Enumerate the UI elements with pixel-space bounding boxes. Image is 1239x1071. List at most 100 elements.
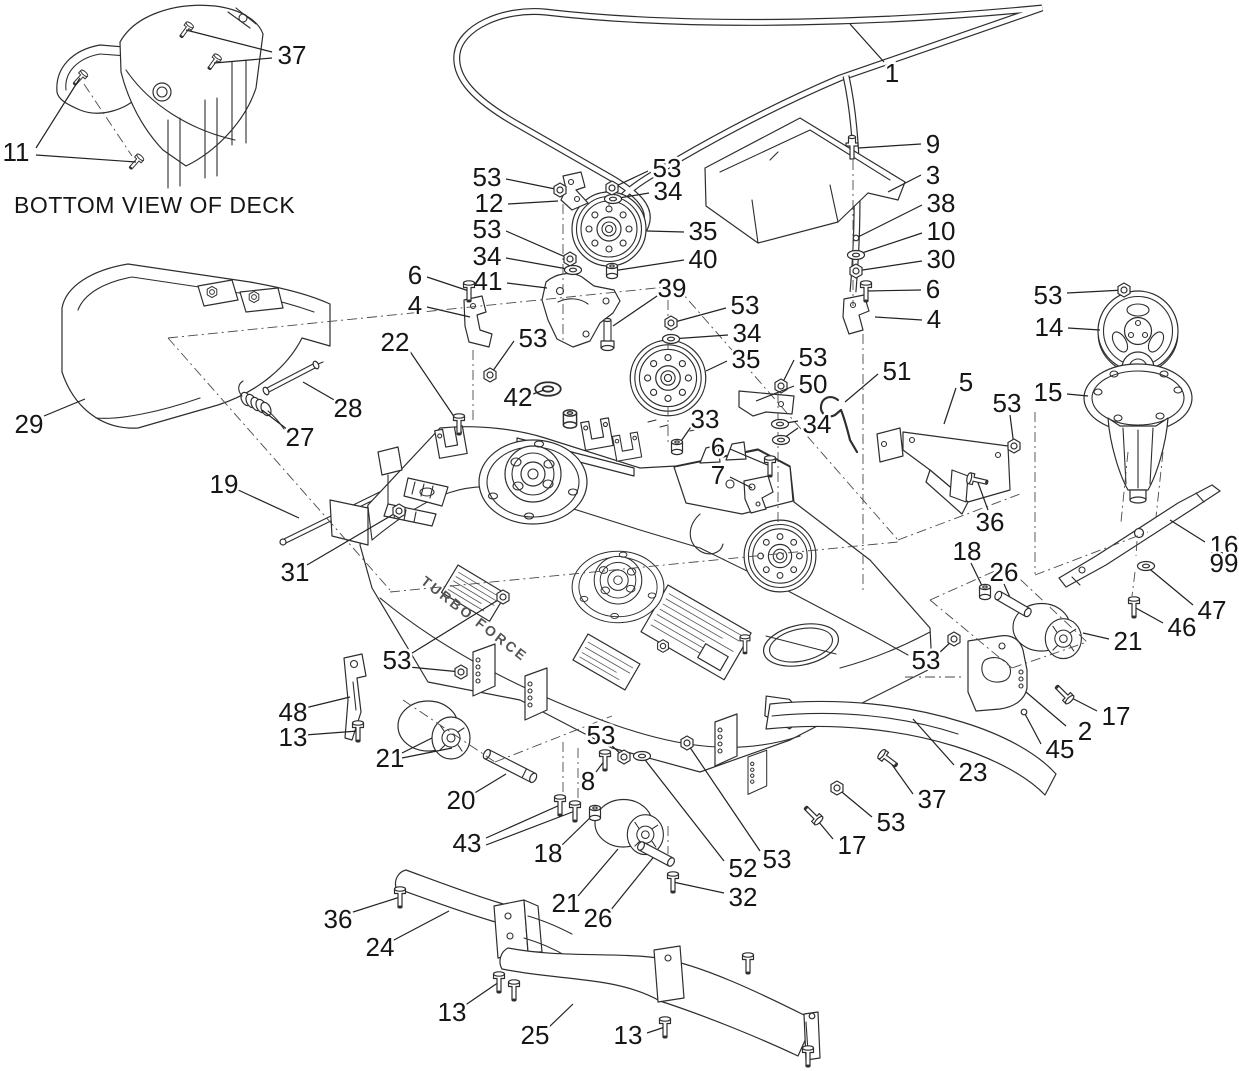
spindle-assembly-left xyxy=(478,439,588,525)
callout-number-25: 25 xyxy=(521,1020,550,1050)
callout-number-19: 19 xyxy=(210,469,239,499)
callout-number-27: 27 xyxy=(286,422,315,452)
part-washer-icon xyxy=(534,381,562,397)
callout-number-53: 53 xyxy=(383,645,412,675)
caster-arm-2-part xyxy=(1018,683,1024,689)
callout-leader-15 xyxy=(1066,393,1089,397)
callout-number-6: 6 xyxy=(408,260,422,290)
part-nut-icon xyxy=(830,780,844,796)
discharge-chute xyxy=(61,263,331,429)
caster-arm-2-part xyxy=(1018,676,1024,682)
phantom-line xyxy=(494,715,613,763)
callout-leader-5 xyxy=(943,387,957,425)
callout-leader-6 xyxy=(426,276,470,292)
spindle-pulley-14-part xyxy=(1134,319,1142,327)
callout-leader-53 xyxy=(686,742,761,852)
spindle-pulley-14-part xyxy=(1141,331,1149,339)
callout-number-51: 51 xyxy=(883,356,912,386)
callout-leader-50 xyxy=(755,385,795,402)
callout-leader-21 xyxy=(1082,632,1110,640)
callout-number-43: 43 xyxy=(453,828,482,858)
spindle-assembly-15-part xyxy=(1113,414,1123,422)
part-spacer-icon xyxy=(670,438,684,456)
caster-arm-2-part xyxy=(998,642,1006,650)
bracket-50 xyxy=(738,390,795,417)
part-nut-icon xyxy=(657,639,669,653)
callout-number-37: 37 xyxy=(278,40,307,70)
decal-info-small-part xyxy=(455,576,498,602)
torsion-spring-part xyxy=(238,380,285,430)
callout-leader-41 xyxy=(506,282,548,289)
bracket-50-part xyxy=(777,400,785,408)
decal-warning xyxy=(572,633,641,691)
spindle-assembly-15-part xyxy=(1083,363,1193,433)
part-boltv-icon xyxy=(568,800,582,823)
callout-leader-13 xyxy=(304,730,359,736)
callout-leader-23 xyxy=(912,718,955,766)
callout-leader-14 xyxy=(1067,327,1101,331)
spindle-pulley-14-part xyxy=(1147,331,1165,353)
callout-leader-53 xyxy=(505,230,571,260)
bolt-39 xyxy=(600,317,615,352)
callout-number-52: 52 xyxy=(729,853,758,883)
callout-leader-43 xyxy=(485,810,576,846)
callout-number-41: 41 xyxy=(474,266,503,296)
callout-leader-10 xyxy=(855,232,923,256)
callout-number-53: 53 xyxy=(877,807,906,837)
frame-band-25 xyxy=(499,945,821,1061)
idler-arm-41-part xyxy=(602,297,610,305)
callout-number-18: 18 xyxy=(534,838,563,868)
callout-leader-53 xyxy=(836,787,873,818)
discharge-chute-part xyxy=(197,279,239,307)
callout-leader-53 xyxy=(408,596,504,656)
callout-leader-3 xyxy=(887,174,922,193)
part-nut-icon xyxy=(496,589,510,605)
phantom-line xyxy=(1155,451,1164,518)
callout-leader-53 xyxy=(505,178,561,191)
bumper-band-23-part xyxy=(771,712,959,735)
part-boltv-icon xyxy=(1127,596,1141,619)
callout-number-23: 23 xyxy=(959,757,988,787)
chute-rod-part xyxy=(312,360,320,370)
discharge-chute-part xyxy=(61,263,331,429)
callout-leader-53 xyxy=(408,666,462,673)
callout-leader-53 xyxy=(489,340,515,376)
part-boltv-icon xyxy=(492,971,506,994)
deck-shell-part xyxy=(377,446,403,476)
callout-leader-36 xyxy=(976,479,989,511)
frame-band-25-part xyxy=(664,954,672,962)
callout-number-4: 4 xyxy=(927,304,941,334)
part-spacer-icon xyxy=(605,262,619,280)
belt-cover-bracket-5 xyxy=(876,427,1011,515)
callout-leader-43 xyxy=(485,804,561,839)
inset-caption: BOTTOM VIEW OF DECK xyxy=(14,192,295,218)
callout-number-32: 32 xyxy=(729,882,758,912)
deck-shell-part xyxy=(403,477,449,507)
phantom-line xyxy=(83,83,133,157)
chute-rod xyxy=(262,360,324,396)
callout-leader-46 xyxy=(1133,606,1164,624)
bolt-39-part xyxy=(600,344,615,352)
callout-leader-13 xyxy=(646,1026,666,1034)
discharge-baffle-part xyxy=(704,117,906,244)
spindle-pulley-14-part xyxy=(1111,331,1129,353)
part-washer-icon xyxy=(661,333,681,345)
callout-labels: 3711193381030531253343540533441643953343… xyxy=(0,23,1239,1053)
callout-number-31: 31 xyxy=(281,557,310,587)
callout-number-22: 22 xyxy=(381,327,410,357)
callout-number-53: 53 xyxy=(473,214,502,244)
deck-shell-part xyxy=(329,499,369,546)
part-washer-icon xyxy=(770,418,790,430)
part-boltv-icon xyxy=(598,749,612,772)
callout-leader-21 xyxy=(577,848,619,897)
decal-warning-part xyxy=(579,656,620,681)
inset-deck-view-part xyxy=(125,69,236,141)
deck-shell-part xyxy=(765,635,837,655)
callout-leader-21 xyxy=(401,747,453,759)
callout-leader-42 xyxy=(532,389,545,395)
deck-shell-part xyxy=(611,431,643,462)
callout-leader-53 xyxy=(1066,289,1125,294)
idler-arm-41-part xyxy=(555,286,565,296)
bracket-4-left xyxy=(463,295,493,348)
callout-leader-22 xyxy=(406,346,460,425)
